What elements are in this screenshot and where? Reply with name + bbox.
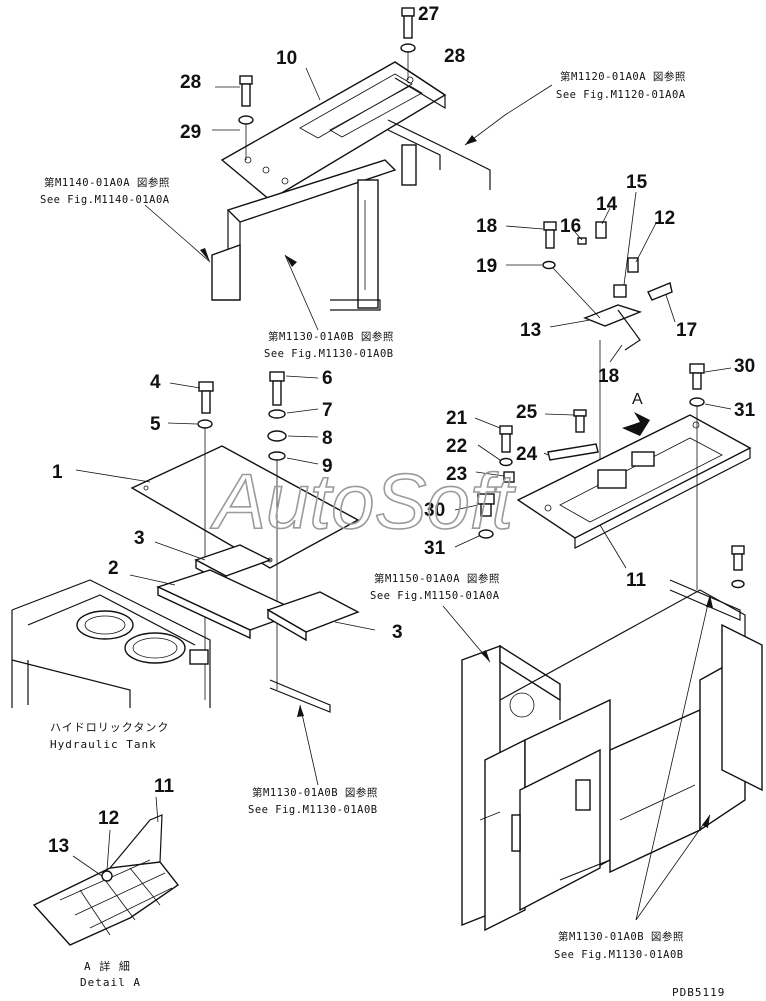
callout-25: 22 xyxy=(446,436,467,457)
callout-31: 31 xyxy=(424,538,446,559)
callout-23: 23 xyxy=(446,464,467,485)
washer-8 xyxy=(267,430,287,442)
callout-16: 14 xyxy=(596,194,618,215)
callout-29: 28 xyxy=(444,46,465,67)
bolt-right-frame xyxy=(731,545,745,589)
callout-8: 8 xyxy=(322,428,333,449)
svg-text:See Fig.M1130-01A0B: See Fig.M1130-01A0B xyxy=(554,949,684,961)
callout-22: 19 xyxy=(476,256,497,277)
pad-3-lower xyxy=(266,591,360,642)
cover-plate-10-assembly xyxy=(211,61,491,311)
svg-text:See Fig.M1120-01A0A: See Fig.M1120-01A0A xyxy=(556,89,686,101)
callout-12: 12 xyxy=(98,808,119,829)
rail-lower-left xyxy=(269,679,331,713)
bolt-24 xyxy=(499,425,513,453)
callout-1: 1 xyxy=(52,462,63,483)
callout-21: 18 xyxy=(476,216,497,237)
svg-text:See Fig.M1130-01A0B: See Fig.M1130-01A0B xyxy=(264,348,394,360)
ref-m1130-mid: 第M1130-01A0B 図参照 See Fig.M1130-01A0B xyxy=(248,786,378,816)
view-arrow-a: A xyxy=(622,391,650,436)
main-frame xyxy=(461,579,763,932)
view-arrow-label: A xyxy=(632,391,643,408)
caption-hydraulic-tank-jp: ハイドロリックタンク xyxy=(50,721,169,734)
washer-31-right xyxy=(689,397,705,590)
washer-29-left xyxy=(238,115,254,160)
callout-19: 17 xyxy=(676,320,697,341)
callout-20: 18 xyxy=(598,366,619,387)
svg-text:第M1140-01A0A 図参照: 第M1140-01A0A 図参照 xyxy=(44,176,170,189)
svg-text:第M1130-01A0B 図参照: 第M1130-01A0B 図参照 xyxy=(252,786,378,799)
callout-7: 7 xyxy=(322,400,333,421)
callout-5: 5 xyxy=(150,414,161,435)
callout-28: 28 xyxy=(180,72,201,93)
bolt-30-right xyxy=(689,363,705,390)
washer-22 xyxy=(542,260,556,270)
callout-15: 13 xyxy=(520,320,541,341)
washer-31-left xyxy=(478,529,494,539)
callout-9: 9 xyxy=(322,456,333,477)
callout-30: 30 xyxy=(424,500,445,521)
svg-text:See Fig.M1150-01A0A: See Fig.M1150-01A0A xyxy=(370,590,500,602)
ref-m1150: 第M1150-01A0A 図参照 See Fig.M1150-01A0A xyxy=(370,572,500,602)
bolt-28-top xyxy=(401,7,415,39)
ref-m1130-top: 第M1130-01A0B 図参照 See Fig.M1130-01A0B xyxy=(264,330,394,360)
callout-29: 29 xyxy=(180,122,201,143)
washer-7 xyxy=(268,409,286,419)
callout-numbers: 27 28 10 28 29 18 16 14 15 12 19 13 17 1… xyxy=(48,4,756,857)
callout-3: 3 xyxy=(134,528,145,549)
caption-detail-a-jp: A 詳 細 xyxy=(84,959,131,973)
callout-31: 31 xyxy=(734,400,756,421)
callout-6: 6 xyxy=(322,368,333,389)
callout-30: 30 xyxy=(734,356,755,377)
caption-detail-a-en: Detail A xyxy=(80,976,141,989)
callout-26: 24 xyxy=(516,444,538,465)
callout-13: 13 xyxy=(48,836,69,857)
washer-9 xyxy=(268,451,286,690)
callout-2: 2 xyxy=(108,558,119,579)
callout-11: 11 xyxy=(154,776,175,797)
bolt-21 xyxy=(543,221,557,249)
bolt-30-left xyxy=(477,493,495,517)
bolt-4 xyxy=(198,381,214,414)
svg-text:第M1120-01A0A 図参照: 第M1120-01A0A 図参照 xyxy=(560,70,686,83)
plate-11 xyxy=(516,414,752,549)
svg-text:第M1130-01A0B 図参照: 第M1130-01A0B 図参照 xyxy=(268,330,394,343)
callout-10: 10 xyxy=(276,48,297,69)
callout-18: 16 xyxy=(560,216,581,237)
ref-m1130-bottom: 第M1130-01A0B 図参照 See Fig.M1130-01A0B xyxy=(554,930,684,961)
svg-text:第M1150-01A0A 図参照: 第M1150-01A0A 図参照 xyxy=(374,572,500,585)
washer-29-top xyxy=(400,43,416,80)
callout-11: 11 xyxy=(626,570,647,591)
watermark: AutoSoft xyxy=(210,457,517,545)
drawing-code: PDB5119 xyxy=(672,986,725,999)
ref-m1120: 第M1120-01A0A 図参照 See Fig.M1120-01A0A xyxy=(556,70,686,101)
spacer-23 xyxy=(503,471,515,483)
caption-hydraulic-tank-en: Hydraulic Tank xyxy=(50,738,157,751)
callout-3: 3 xyxy=(392,622,403,643)
bracket-15-assembly xyxy=(552,221,673,470)
callout-14: 12 xyxy=(654,208,675,229)
hydraulic-tank xyxy=(11,579,211,708)
bracket-26 xyxy=(547,443,599,461)
callout-24: 21 xyxy=(446,408,468,429)
washer-25 xyxy=(499,457,513,467)
svg-text:第M1130-01A0B 図参照: 第M1130-01A0B 図参照 xyxy=(558,930,684,943)
callout-27: 25 xyxy=(516,402,538,423)
ref-m1140: 第M1140-01A0A 図参照 See Fig.M1140-01A0A xyxy=(40,176,170,206)
svg-text:See Fig.M1140-01A0A: See Fig.M1140-01A0A xyxy=(40,194,170,206)
leader-lines xyxy=(72,15,732,921)
svg-text:See Fig.M1130-01A0B: See Fig.M1130-01A0B xyxy=(248,804,378,816)
callout-28: 27 xyxy=(418,4,439,25)
callout-4: 4 xyxy=(150,372,161,393)
bolt-6 xyxy=(269,371,285,406)
callout-17: 15 xyxy=(626,172,648,193)
bolt-28-left xyxy=(239,75,253,107)
detail-a-drawing xyxy=(32,814,180,946)
pad-2 xyxy=(156,569,302,640)
bolt-27 xyxy=(573,409,587,433)
